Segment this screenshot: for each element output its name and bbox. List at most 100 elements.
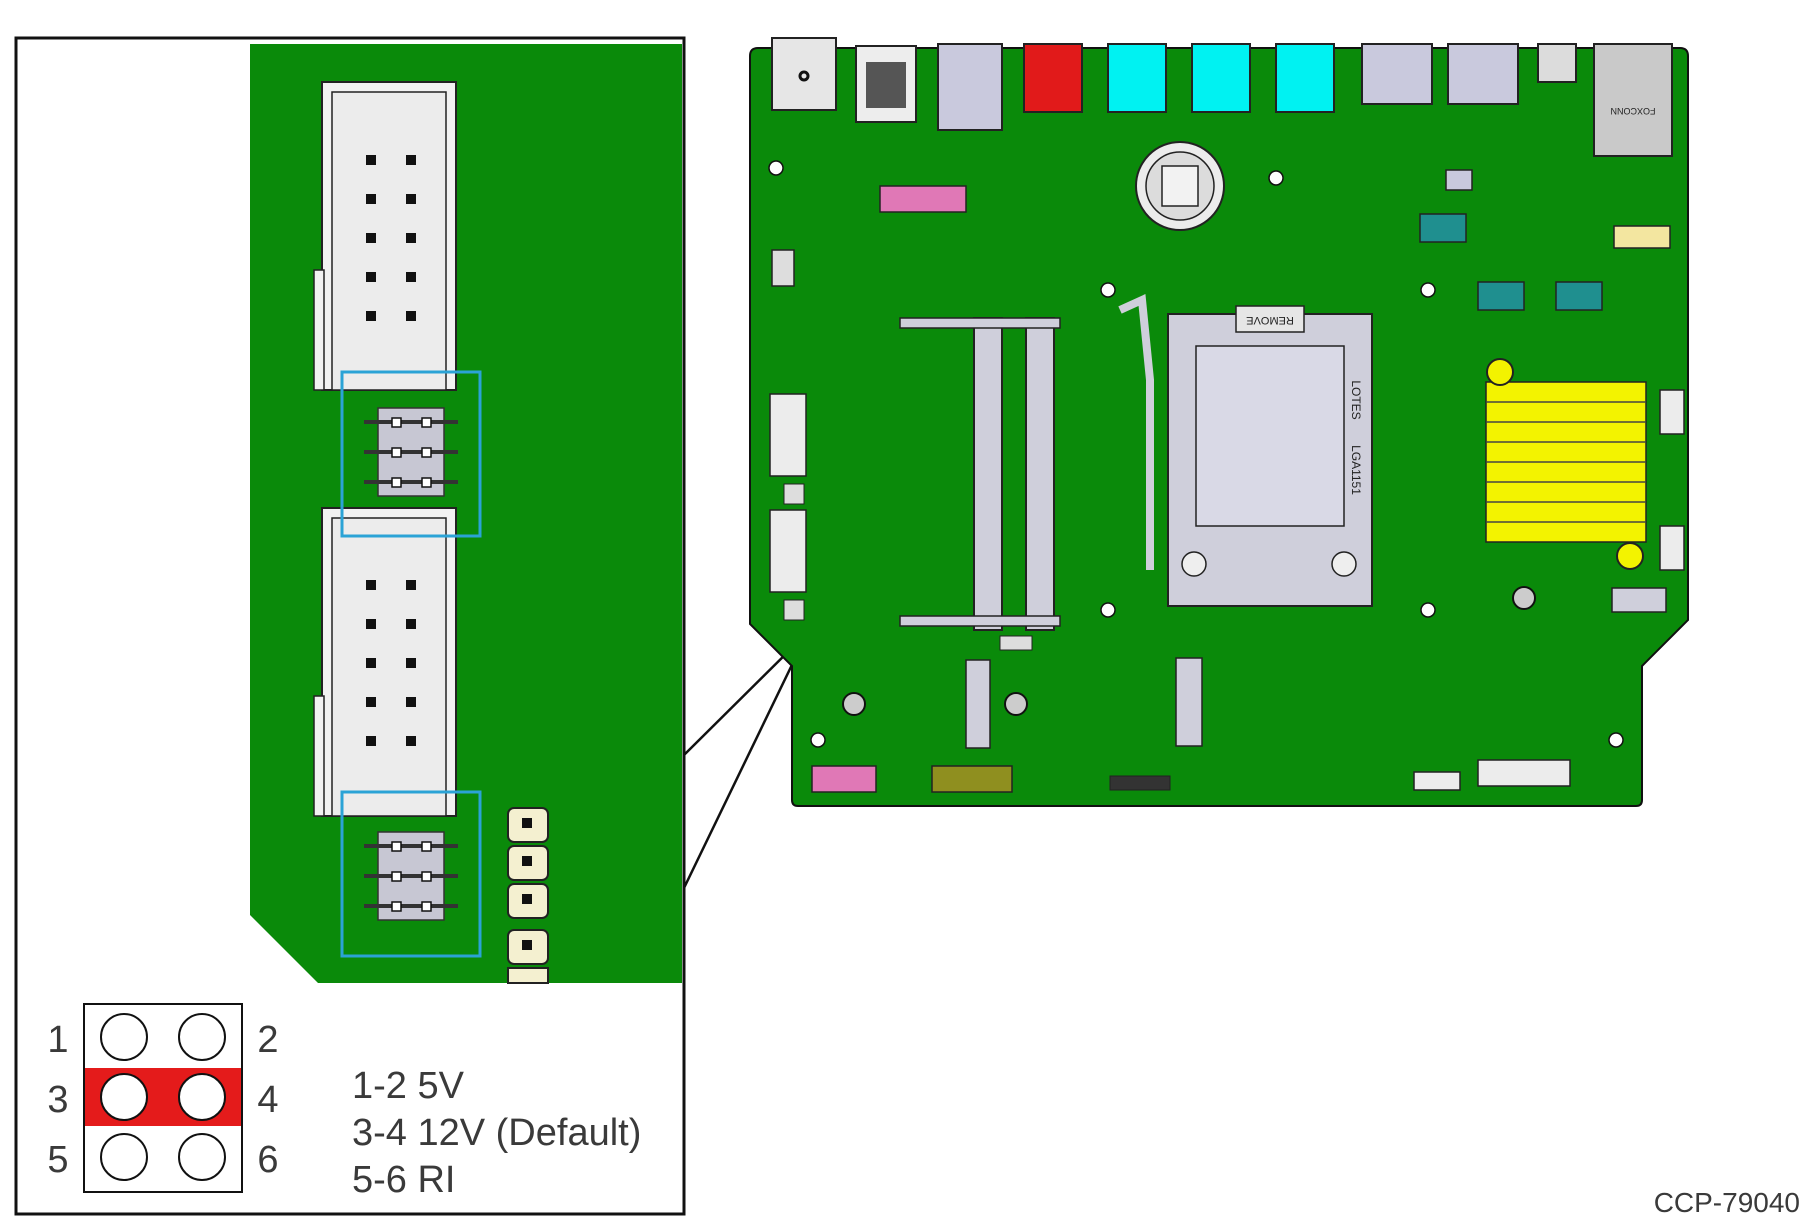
figure-id: CCP-79040 bbox=[1654, 1187, 1800, 1218]
socket-vendor-label: LOTES bbox=[1349, 380, 1363, 419]
header-pin bbox=[406, 311, 416, 321]
chipset-heatsink bbox=[1485, 358, 1647, 570]
m2-slot-vertical-2 bbox=[1175, 657, 1203, 747]
pin-array bbox=[1611, 587, 1667, 613]
small-switch bbox=[1537, 43, 1577, 83]
header-pin bbox=[406, 272, 416, 282]
cmos-battery bbox=[1135, 141, 1225, 231]
bottom-connector-3 bbox=[1477, 759, 1571, 787]
jumper-pin bbox=[391, 841, 402, 852]
jumper-pin bbox=[391, 417, 402, 428]
header-pin bbox=[406, 697, 416, 707]
header-pin bbox=[406, 736, 416, 746]
dp-port bbox=[937, 43, 1003, 131]
sata-connector-2 bbox=[1477, 281, 1525, 311]
usb-port-2 bbox=[1447, 43, 1519, 105]
pink-header-bottom bbox=[811, 765, 877, 793]
header-pin bbox=[366, 272, 376, 282]
bottom-connector-1 bbox=[1109, 775, 1171, 791]
usb-port-1 bbox=[1361, 43, 1433, 105]
pin-number-2: 2 bbox=[257, 1019, 278, 1061]
pin-2 bbox=[178, 1013, 226, 1061]
cpu-socket: REMOVE LOTES LGA1151 bbox=[1118, 294, 1373, 607]
audio-jack-cyan-3 bbox=[1275, 43, 1335, 113]
audio-jack-cyan-2 bbox=[1191, 43, 1251, 113]
header-pin bbox=[406, 194, 416, 204]
left-side-headers bbox=[769, 393, 807, 621]
fan-header-2 bbox=[1659, 525, 1685, 571]
pin-4 bbox=[178, 1073, 226, 1121]
jumper-pin bbox=[391, 477, 402, 488]
jumper-pin bbox=[391, 871, 402, 882]
header-pin bbox=[366, 619, 376, 629]
header-pin bbox=[366, 697, 376, 707]
setting-5-6: 5-6 RI bbox=[352, 1159, 455, 1201]
jumper-pin-diagram: 1 2 3 4 5 6 bbox=[47, 1003, 279, 1193]
jumper-pin bbox=[421, 477, 432, 488]
jumper-pin bbox=[421, 871, 432, 882]
cover-label: REMOVE bbox=[1246, 314, 1294, 326]
m2-slot-vertical-1 bbox=[965, 659, 991, 749]
io-shield-block bbox=[1593, 43, 1673, 157]
header-pin bbox=[366, 155, 376, 165]
rear-io-ports: FOXCONN bbox=[771, 37, 1673, 157]
jumper-pin bbox=[421, 841, 432, 852]
header-pin bbox=[366, 580, 376, 590]
pin-3 bbox=[100, 1073, 148, 1121]
setting-1-2: 1-2 5V bbox=[352, 1065, 465, 1107]
header-pin bbox=[406, 233, 416, 243]
inset-pcb-area bbox=[250, 44, 682, 983]
small-connector-mid bbox=[999, 635, 1033, 651]
pin-6 bbox=[178, 1133, 226, 1181]
audio-jack-red bbox=[1023, 43, 1083, 113]
jumper-pin bbox=[391, 901, 402, 912]
pin-number-3: 3 bbox=[47, 1079, 68, 1121]
sata-connector-1 bbox=[1419, 213, 1467, 243]
olive-header-bottom bbox=[931, 765, 1013, 793]
socket-model-label: LGA1151 bbox=[1349, 445, 1363, 495]
small-chip bbox=[1445, 169, 1473, 191]
header-pin bbox=[406, 155, 416, 165]
jumper-pin bbox=[421, 447, 432, 458]
jumper-pin bbox=[391, 447, 402, 458]
bottom-connector-2 bbox=[1413, 771, 1461, 791]
fan-header-1 bbox=[1659, 389, 1685, 435]
pin-number-6: 6 bbox=[257, 1139, 278, 1181]
single-pin-headers bbox=[507, 807, 549, 984]
pin-number-4: 4 bbox=[257, 1079, 278, 1121]
dc-power-jack bbox=[771, 37, 837, 111]
setting-3-4: 3-4 12V (Default) bbox=[352, 1112, 641, 1154]
jumper-block-upper bbox=[340, 370, 482, 538]
header-pin bbox=[366, 233, 376, 243]
io-vendor-label: FOXCONN bbox=[1611, 106, 1656, 116]
mounting-holes bbox=[768, 160, 1624, 748]
header-pin bbox=[366, 311, 376, 321]
pin-1 bbox=[100, 1013, 148, 1061]
lower-header-connector bbox=[313, 507, 457, 817]
header-pin bbox=[366, 658, 376, 668]
pin-5 bbox=[100, 1133, 148, 1181]
sata-connector-3 bbox=[1555, 281, 1603, 311]
zoom-inset: 1 2 3 4 5 6 1-2 5V 3-4 12V (Default) 5-6… bbox=[14, 36, 686, 1216]
hdmi-header bbox=[1613, 225, 1671, 249]
jumper-settings-legend: 1-2 5V 3-4 12V (Default) 5-6 RI bbox=[352, 1065, 641, 1201]
pink-header-top bbox=[879, 185, 967, 213]
small-connector-left bbox=[771, 249, 795, 287]
pin-number-1: 1 bbox=[47, 1019, 68, 1061]
header-pin bbox=[406, 580, 416, 590]
zoom-callout-lines bbox=[682, 635, 806, 889]
lower-header-pins bbox=[366, 580, 416, 746]
header-pin bbox=[406, 619, 416, 629]
audio-jack-cyan-1 bbox=[1107, 43, 1167, 113]
header-pin bbox=[366, 194, 376, 204]
memory-slots bbox=[899, 317, 1061, 631]
motherboard: FOXCONN bbox=[749, 37, 1689, 807]
jumper-block-lower bbox=[340, 790, 482, 958]
jumper-pin bbox=[421, 417, 432, 428]
jumper-pin bbox=[421, 901, 432, 912]
upper-header-pins bbox=[366, 155, 416, 321]
upper-header-connector bbox=[313, 81, 457, 391]
header-pin bbox=[406, 658, 416, 668]
pin-number-5: 5 bbox=[47, 1139, 68, 1181]
